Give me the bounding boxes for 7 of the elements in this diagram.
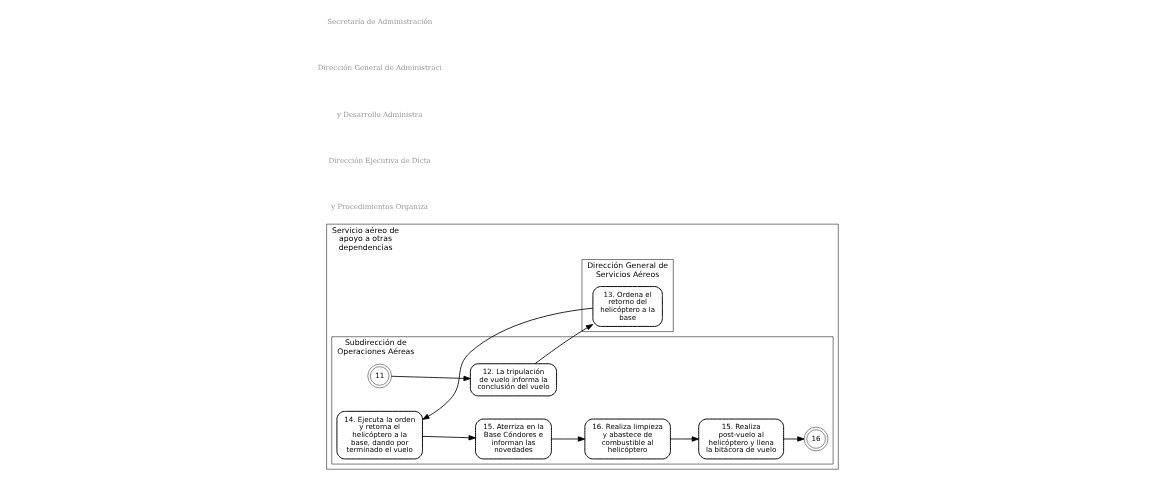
- arrow: [550, 436, 585, 442]
- arrow: [534, 324, 593, 365]
- arrow: [782, 436, 805, 442]
- arrow: [390, 375, 471, 382]
- arrow: [421, 435, 476, 441]
- arrow: [669, 436, 699, 442]
- arrow: [421, 307, 593, 420]
